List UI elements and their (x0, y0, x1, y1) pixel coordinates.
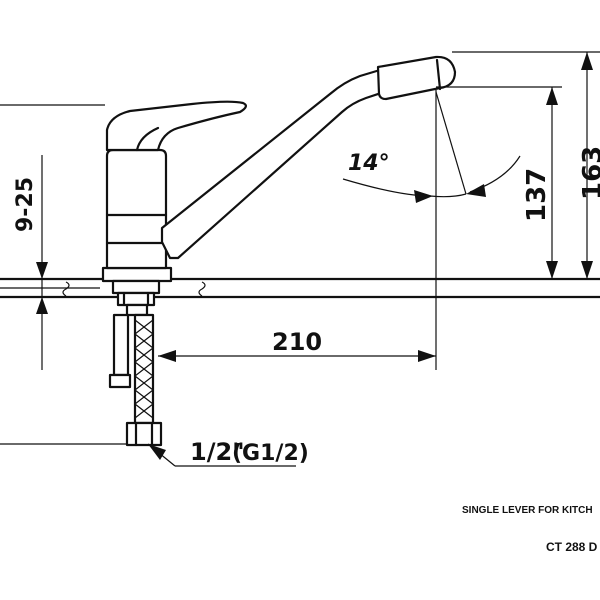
title-block: SINGLE LEVER FOR KITCH CT 288 D (462, 505, 598, 554)
reach-label: 210 (272, 328, 322, 356)
dimension-angle: 14° (342, 91, 521, 203)
countertop (0, 277, 600, 299)
product-description: SINGLE LEVER FOR KITCH (462, 505, 593, 516)
thread-alt-label: (G1/2) (232, 441, 309, 466)
spout (160, 55, 457, 260)
thread-main-label: 1/2" (190, 438, 245, 466)
total-height-label: 163 (578, 146, 600, 200)
dimension-thread: 1/2" (G1/2) (0, 438, 309, 467)
spout-height-label: 137 (522, 168, 552, 222)
dimension-reach: 210 (158, 90, 437, 370)
model-number: CT 288 D (546, 540, 598, 554)
lever-handle (105, 100, 247, 152)
faucet-body (101, 148, 173, 283)
dimension-spout-height: 137 (436, 86, 562, 279)
dimension-deck-thickness: 9-25 (13, 155, 48, 370)
angle-label: 14° (348, 151, 390, 176)
under-counter-assembly (108, 279, 163, 447)
deck-thickness-label: 9-25 (13, 177, 38, 232)
dimension-total-height: 163 (0, 51, 600, 279)
